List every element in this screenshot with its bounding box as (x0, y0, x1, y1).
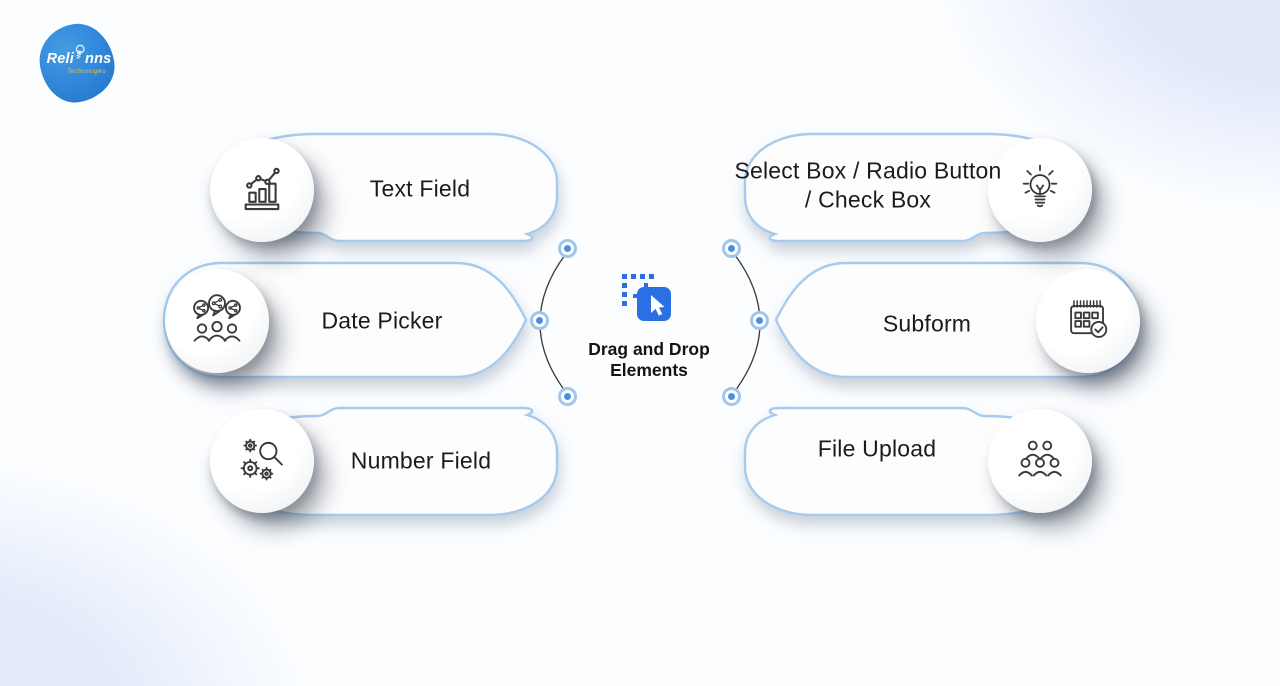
label-select-box: Select Box / Radio Button / Check Box (734, 157, 1002, 213)
center-title-line1: Drag and Drop (588, 339, 710, 359)
logo-lightbulb-icon (76, 45, 85, 60)
date-picker-icon-badge (165, 269, 269, 373)
gears-search-icon (240, 438, 283, 481)
user-group-icon (1018, 440, 1062, 477)
connector-node-right-bottom (722, 387, 741, 406)
center-title-line2: Elements (610, 360, 688, 381)
node-dot (756, 317, 763, 324)
label-text-field: Text Field (369, 175, 471, 202)
calendar-check-icon (1070, 300, 1108, 338)
node-dot (728, 245, 735, 252)
connector-node-left-bottom (558, 387, 577, 406)
connector-node-right-top (722, 239, 741, 258)
connector-node-left-middle (530, 311, 549, 330)
drag-drop-icon (622, 274, 671, 321)
logo-tagline: Technologies (67, 69, 106, 76)
growth-chart-icon (244, 167, 280, 211)
team-share-icon (193, 294, 241, 342)
number-field-icon-badge (210, 409, 314, 513)
center-group: Drag and Drop Elements (585, 272, 713, 382)
label-number-field: Number Field (350, 447, 492, 474)
connector-node-left-top (558, 239, 577, 258)
node-dot (536, 317, 543, 324)
select-box-icon-badge (988, 138, 1092, 242)
subform-icon-badge (1036, 269, 1140, 373)
text-field-icon-badge (210, 138, 314, 242)
lightbulb-icon (1022, 164, 1058, 208)
node-dot (564, 393, 571, 400)
connector-node-right-middle (750, 311, 769, 330)
label-file-upload: File Upload (817, 435, 937, 462)
logo-text-prefix: Reli (46, 50, 75, 67)
center-title: Drag and Drop Elements (585, 339, 713, 382)
relinns-logo: Reli nns Technologies (34, 19, 120, 107)
label-subform: Subform (882, 310, 972, 337)
node-dot (564, 245, 571, 252)
node-dot (728, 393, 735, 400)
logo-wordmark: Reli nns (46, 45, 112, 67)
file-upload-icon-badge (988, 409, 1092, 513)
label-date-picker: Date Picker (321, 307, 443, 334)
logo-text-suffix: nns (85, 50, 112, 67)
